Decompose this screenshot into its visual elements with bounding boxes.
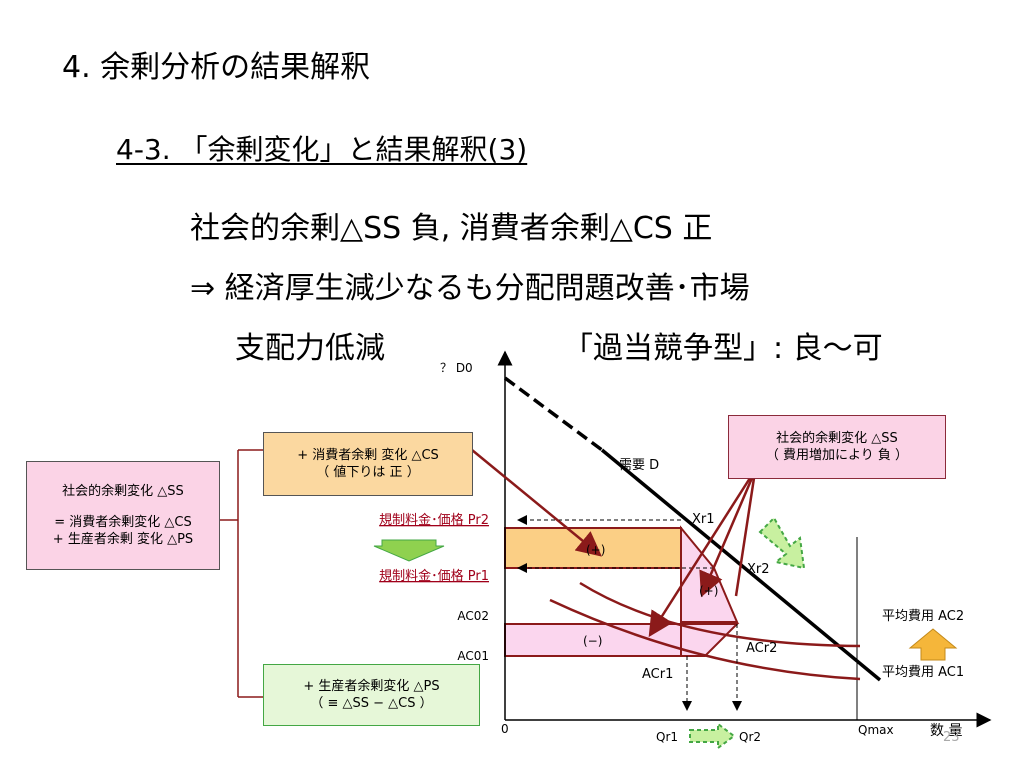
body-line-2: ⇒ 経済厚生減少なるも分配問題改善･市場 <box>190 271 750 306</box>
y-axis-label: ？ D0 <box>440 361 473 375</box>
demand-label: 需要 D <box>619 458 659 473</box>
ac2-curve <box>579 581 861 648</box>
ss-box-line3: + 生産者余剰 変化 △PS <box>52 532 194 547</box>
ac02-label: AC02 <box>457 609 489 623</box>
avg-cost2-label: 平均費用 AC2 <box>882 609 964 624</box>
qr2-label: Qr2 <box>739 730 761 744</box>
quantity-arrow <box>689 722 736 750</box>
body-line-3b: 「過当競争型」: 良～可 <box>563 331 883 366</box>
bracket-lines <box>219 449 263 698</box>
slide-subtitle: 4-3. 「余剰変化」と結果解釈(3) <box>116 133 528 166</box>
ss-box-line2: = 消費者余剰変化 △CS <box>54 515 192 530</box>
ps-change-box: + 生産者余剰変化 △PS （ ≡ △SS − △CS ） <box>263 664 480 726</box>
shift-dashed-arrow <box>758 516 806 570</box>
acr2-label: ACr2 <box>746 641 777 656</box>
ssc-box-line1: 社会的余剰変化 △SS <box>776 431 898 446</box>
demand-dashed <box>503 376 604 452</box>
cs-box-line2: （ 値下りは 正 ） <box>316 465 420 480</box>
xr1-label: Xr1 <box>692 512 715 527</box>
body-line-1: 社会的余剰△SS 負, 消費者余剰△CS 正 <box>190 211 713 246</box>
x-axis-label: 数 量 <box>930 723 962 739</box>
price-down-arrow <box>373 539 445 562</box>
cs-box-line1: + 消費者余剰 変化 △CS <box>297 448 439 463</box>
avg-cost1-label: 平均費用 AC1 <box>882 665 964 680</box>
ps-box-line1: + 生産者余剰変化 △PS <box>303 679 440 694</box>
origin-label: 0 <box>501 722 509 736</box>
ac01-label: AC01 <box>457 649 489 663</box>
ac1-curve <box>549 598 861 681</box>
cs-change-box: + 消費者余剰 変化 △CS （ 値下りは 正 ） <box>263 432 473 496</box>
pr1-label: 規制料金･価格 Pr1 <box>379 568 489 584</box>
cost-up-arrow <box>908 628 958 661</box>
ss-change-box: 社会的余剰変化 △SS （ 費用増加により 負 ） <box>728 415 946 479</box>
pr2-label: 規制料金･価格 Pr2 <box>379 512 489 528</box>
ss-formula-box: 社会的余剰変化 △SS = 消費者余剰変化 △CS + 生産者余剰 変化 △PS <box>26 461 220 570</box>
qr1-label: Qr1 <box>656 730 678 744</box>
ps-minus-label: (−) <box>583 634 602 648</box>
ss-box-line1: 社会的余剰変化 △SS <box>62 484 184 499</box>
cs-plus-label: (+) <box>586 543 605 557</box>
xr2-label: Xr2 <box>747 562 770 577</box>
qmax-label: Qmax <box>858 723 894 737</box>
ps-plus-label: (+) <box>699 584 718 598</box>
page-number: 23 <box>943 730 960 745</box>
acr1-label: ACr1 <box>642 667 673 682</box>
slide-title: 4. 余剰分析の結果解釈 <box>62 50 371 85</box>
ps-box-line2: （ ≡ △SS − △CS ） <box>310 696 433 711</box>
ssc-box-line2: （ 費用増加により 負 ） <box>765 448 909 463</box>
body-line-3a: 支配力低減 <box>235 331 385 366</box>
